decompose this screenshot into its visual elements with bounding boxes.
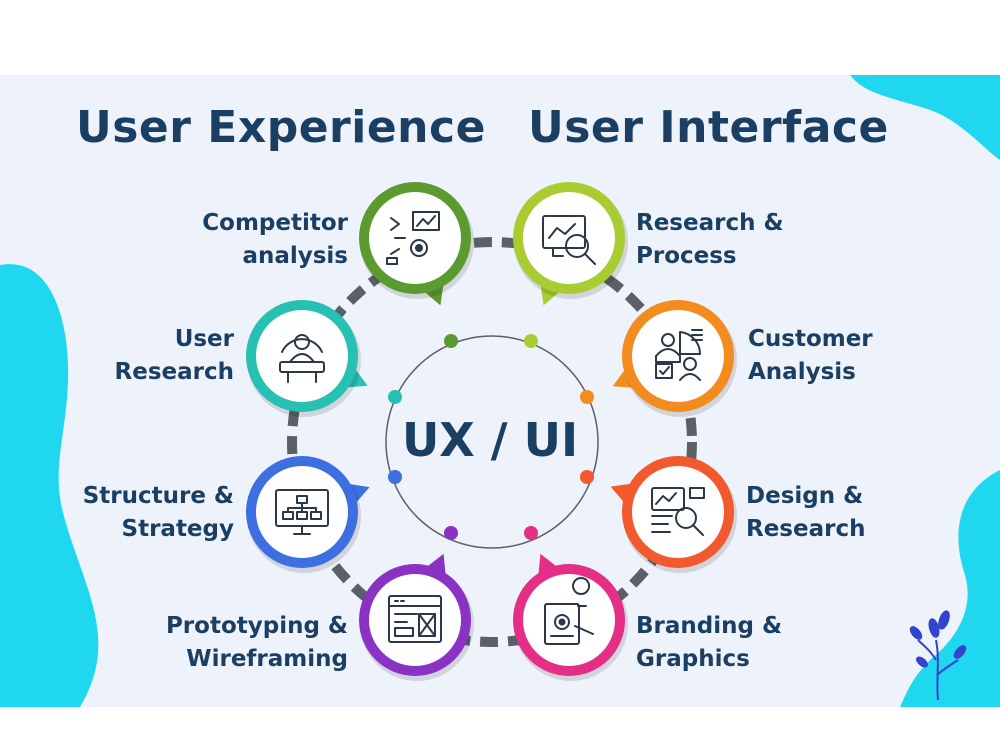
plant-decoration-icon <box>909 610 967 701</box>
outer-chain-ring <box>287 237 697 647</box>
inner-dot-structure <box>388 470 402 484</box>
competitor-analysis-icon <box>386 211 440 265</box>
node-branding <box>513 553 628 681</box>
user-interface-heading: User Interface <box>528 102 889 153</box>
left-decorative-blob <box>0 264 99 707</box>
ux-ui-center-label: UX / UI <box>401 413 579 467</box>
node-user-research <box>246 300 368 417</box>
design-research-icon <box>651 487 705 536</box>
inner-circle <box>385 335 599 549</box>
label-branding-graphics: Branding &Graphics <box>636 613 783 672</box>
label-structure-strategy: Structure &Strategy <box>82 483 234 542</box>
inner-dot-branding <box>524 526 538 540</box>
node-customer <box>612 300 737 417</box>
bottom-right-decorative-blob <box>900 470 1000 707</box>
sitemap-monitor-icon <box>275 489 329 535</box>
label-research-process: Research &Process <box>636 210 784 269</box>
research-process-icon <box>542 215 596 265</box>
node-inner <box>369 574 461 666</box>
node-competitor <box>359 182 474 306</box>
wireframe-icon <box>388 595 442 643</box>
node-design <box>610 456 737 573</box>
top-right-decorative-blob <box>850 75 1000 160</box>
node-research-process <box>513 182 628 306</box>
label-prototyping-wireframing: Prototyping &Wireframing <box>165 613 348 672</box>
inner-dot-research-process <box>524 334 538 348</box>
node-inner <box>632 310 724 402</box>
node-structure <box>246 456 370 573</box>
node-inner <box>369 192 461 284</box>
inner-dot-competitor <box>444 334 458 348</box>
inner-dot-customer <box>580 390 594 404</box>
branding-icon <box>544 577 594 645</box>
node-prototyping <box>359 553 474 681</box>
inner-dot-design <box>580 470 594 484</box>
inner-dot-user-research <box>388 390 402 404</box>
node-inner <box>256 310 348 402</box>
user-experience-heading: User Experience <box>76 102 486 153</box>
user-research-icon <box>279 334 325 383</box>
customer-analysis-icon <box>655 329 703 381</box>
inner-dot-prototyping <box>444 526 458 540</box>
label-design-research: Design &Research <box>746 483 866 542</box>
